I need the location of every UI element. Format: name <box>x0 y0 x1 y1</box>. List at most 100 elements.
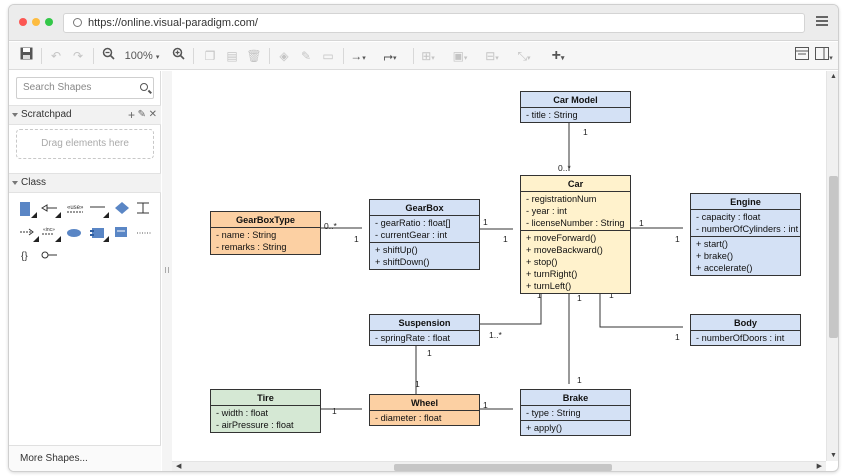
association-icon[interactable] <box>89 201 111 219</box>
class-tire[interactable]: Tire- width : float- airPressure : float <box>210 389 321 433</box>
search-placeholder: Search Shapes <box>23 82 92 93</box>
component-icon[interactable] <box>89 225 109 243</box>
mult-label: 1..* <box>489 330 502 340</box>
class-brake[interactable]: Brake- type : String+ apply() <box>520 389 631 436</box>
dependency-icon[interactable] <box>19 225 41 243</box>
outline-panel-icon[interactable]: ▾ <box>815 46 833 66</box>
horizontal-scroll-thumb[interactable] <box>394 464 612 471</box>
zoom-level-dropdown[interactable]: 100% ▾ <box>124 50 160 62</box>
more-shapes-button[interactable]: More Shapes... <box>9 445 161 471</box>
address-bar[interactable]: https://online.visual-paradigm.com/ <box>63 13 805 33</box>
mult-label: 0..* <box>324 221 337 231</box>
shadow-icon[interactable]: ▭ <box>322 49 334 63</box>
scratchpad-dropzone[interactable]: Drag elements here <box>16 129 154 159</box>
site-info-icon <box>73 18 82 27</box>
usecase-icon[interactable] <box>65 225 83 243</box>
connector-style-icon[interactable]: →▾ <box>350 49 366 63</box>
format-panel-icon[interactable] <box>793 46 811 66</box>
scratchpad-header[interactable]: Scratchpad + ✎ ✕ <box>9 105 161 125</box>
svg-text:«inc»: «inc» <box>43 227 55 233</box>
class-operation: + apply() <box>526 423 563 433</box>
class-name: Tire <box>211 390 320 406</box>
scroll-up-icon[interactable]: ▲ <box>830 73 837 80</box>
class-name: Suspension <box>370 315 479 331</box>
scroll-right-icon[interactable]: ▶ <box>816 463 822 470</box>
fill-color-icon[interactable]: ◈ <box>279 49 289 63</box>
class-section-header[interactable]: Class <box>9 173 161 193</box>
class-name: Car Model <box>521 92 630 108</box>
undo-icon[interactable]: ↶ <box>50 49 62 63</box>
redo-icon[interactable]: ↷ <box>72 49 84 63</box>
mult-label: 1 <box>483 400 488 410</box>
mult-label: 1 <box>415 379 420 389</box>
add-icon[interactable]: + <box>127 108 135 122</box>
package-icon[interactable] <box>113 201 131 219</box>
class-gearboxtype[interactable]: GearBoxType- name : String- remarks : St… <box>210 211 321 255</box>
sidebar-splitter[interactable] <box>162 71 172 471</box>
more-shapes-label: More Shapes... <box>20 453 88 464</box>
close-icon[interactable]: ✕ <box>148 109 157 120</box>
class-gearbox[interactable]: GearBox- gearRatio : float[]- currentGea… <box>369 199 480 270</box>
edit-icon[interactable]: ✎ <box>137 109 146 120</box>
class-body[interactable]: Body- numberOfDoors : int <box>690 314 801 346</box>
minimize-window-icon[interactable] <box>32 18 40 26</box>
mult-label: 1 <box>354 234 359 244</box>
constraint-icon[interactable]: {} <box>19 247 37 265</box>
search-icon[interactable] <box>140 83 148 91</box>
class-engine[interactable]: Engine- capacity : float- numberOfCylind… <box>690 193 801 276</box>
class-shape-icon[interactable] <box>19 201 39 219</box>
class-operation: + shiftUp() <box>375 245 418 255</box>
class-attribute: - gearRatio : float[] <box>375 218 451 228</box>
toolbar: ↶ ↷ 100% ▾ ❐ ▤ 🗑︎ ◈ ✎ ▭ →▾ ⮣▾ ⊞▾ ▣▾ ⊟▾ ⤡… <box>9 42 838 70</box>
class-operation: + moveBackward() <box>526 245 603 255</box>
class-attribute: - capacity : float <box>696 212 761 222</box>
shapes-sidebar: Search Shapes Scratchpad + ✎ ✕ Drag elem… <box>9 71 161 471</box>
arrange-icon[interactable]: ▣▾ <box>452 49 468 63</box>
vertical-scroll-thumb[interactable] <box>829 176 838 338</box>
mult-label: 0..* <box>558 163 571 173</box>
zoom-in-icon[interactable] <box>169 46 187 66</box>
scroll-down-icon[interactable]: ▼ <box>830 452 837 459</box>
class-section-title: Class <box>21 177 47 188</box>
paste-icon[interactable]: ▤ <box>226 49 238 63</box>
class-name: GearBox <box>370 200 479 216</box>
class-car[interactable]: Car- registrationNum- year : int- licens… <box>520 175 631 294</box>
align-icon[interactable]: ⊞▾ <box>421 49 435 63</box>
realization-icon[interactable] <box>135 201 153 219</box>
note-icon[interactable] <box>113 225 131 243</box>
class-attribute: - licenseNumber : String <box>526 218 625 228</box>
waypoint-style-icon[interactable]: ⮣▾ <box>383 49 397 63</box>
vertical-scrollbar[interactable]: ▲ ▼ <box>826 71 838 461</box>
containment-icon[interactable] <box>41 247 59 265</box>
close-window-icon[interactable] <box>19 18 27 26</box>
save-icon[interactable] <box>17 46 35 66</box>
class-wheel[interactable]: Wheel- diameter : float <box>369 394 480 426</box>
class-suspension[interactable]: Suspension - springRate : float <box>369 314 480 346</box>
collapse-triangle-icon[interactable] <box>12 113 18 117</box>
class-attribute: - title : String <box>526 110 578 120</box>
include-icon[interactable]: «inc» <box>41 225 63 243</box>
insert-icon[interactable]: +▾ <box>551 47 565 64</box>
collapse-triangle-icon[interactable] <box>12 181 18 185</box>
distribute-icon[interactable]: ⊟▾ <box>485 49 499 63</box>
class-name: Body <box>691 315 800 331</box>
mult-label: 1 <box>483 217 488 227</box>
copy-icon[interactable]: ❐ <box>204 49 216 63</box>
mult-label: 1 <box>577 375 582 385</box>
anchor-line-icon[interactable] <box>135 225 153 243</box>
zoom-out-icon[interactable] <box>99 46 117 66</box>
scroll-left-icon[interactable]: ◀ <box>176 463 182 470</box>
delete-icon[interactable]: 🗑︎ <box>246 49 262 63</box>
search-shapes-input[interactable]: Search Shapes <box>16 77 154 99</box>
size-icon[interactable]: ⤡▾ <box>517 49 531 63</box>
hamburger-menu-icon[interactable] <box>816 16 828 26</box>
diagram-canvas[interactable]: 1 0..* 0..* 1 1 1 1 1 1 1..* 1 1 1 1 1 1… <box>172 71 826 461</box>
class-car-model[interactable]: Car Model - title : String <box>520 91 631 123</box>
horizontal-scrollbar[interactable]: ◀ ▶ <box>172 461 826 471</box>
class-attribute: - springRate : float <box>375 333 451 343</box>
class-attribute: - registrationNum <box>526 194 597 204</box>
stereotype-icon[interactable]: «use» <box>65 201 87 219</box>
maximize-window-icon[interactable] <box>45 18 53 26</box>
generalization-icon[interactable] <box>41 201 63 219</box>
line-color-icon[interactable]: ✎ <box>300 49 312 63</box>
